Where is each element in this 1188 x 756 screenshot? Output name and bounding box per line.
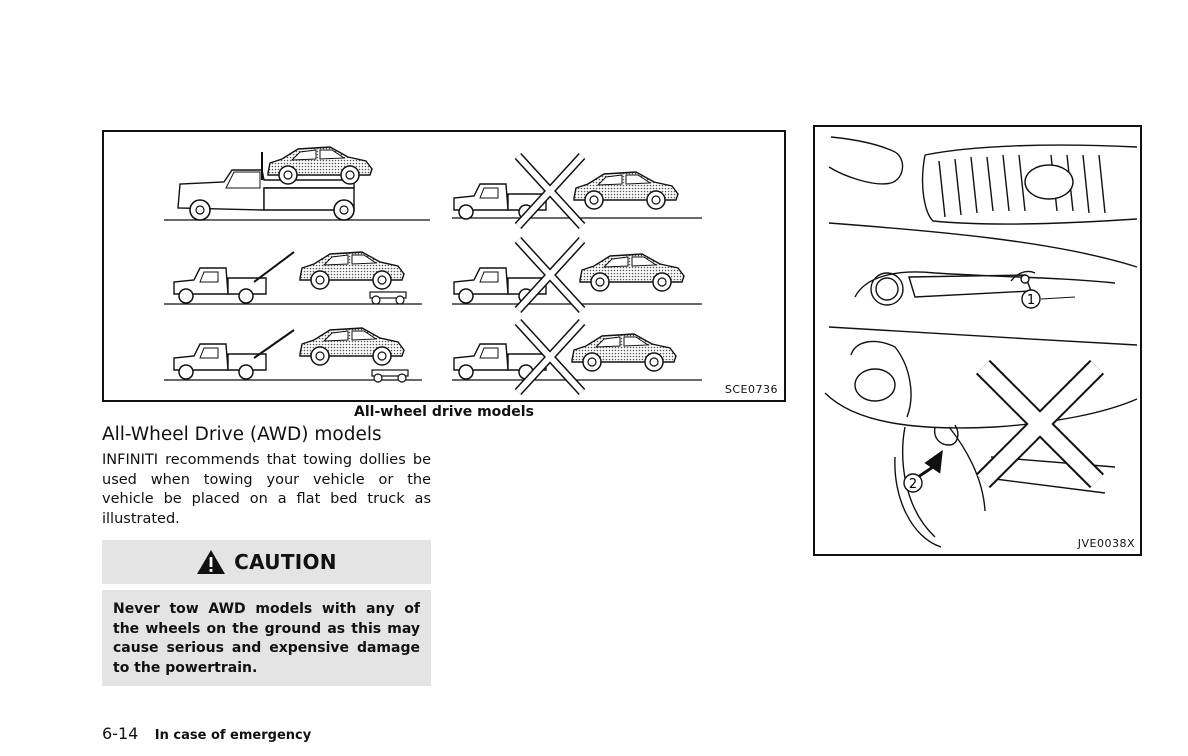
car-icon	[299, 251, 405, 290]
prohibited-x-icon	[518, 240, 582, 310]
car-icon	[579, 253, 685, 292]
tow-truck-icon	[173, 343, 267, 380]
front-bumper-illustration-icon	[824, 136, 1138, 548]
prohibited-x-icon	[518, 156, 582, 226]
caution-title: CAUTION	[234, 550, 337, 574]
car-icon	[267, 146, 373, 185]
towing-dolly-icon	[369, 291, 407, 305]
figure-caption: All-wheel drive models	[354, 404, 534, 420]
svg-text:2: 2	[909, 477, 917, 492]
tow-truck-icon	[173, 267, 267, 304]
arrow-icon	[914, 449, 943, 481]
prohibited-x-icon	[975, 359, 1105, 489]
figure-code: SCE0736	[724, 383, 778, 396]
page-number: 6-14	[102, 724, 139, 743]
car-icon	[573, 171, 679, 210]
car-icon	[299, 327, 405, 366]
caution-text: Never tow AWD models with any of the whe…	[102, 590, 431, 686]
towing-dolly-icon	[371, 369, 409, 383]
svg-text:1: 1	[1027, 293, 1035, 308]
bumper-tow-hook-figure: 1 2 JVE0038X	[813, 125, 1142, 556]
page-footer: 6-14 In case of emergency	[102, 724, 311, 743]
figure-code: JVE0038X	[1077, 537, 1135, 550]
callout-2: 2	[903, 473, 923, 493]
section-heading: All-Wheel Drive (AWD) models	[102, 424, 382, 445]
towing-methods-figure: SCE0736	[102, 130, 786, 402]
body-paragraph: INFINITI recommends that towing dollies …	[102, 452, 431, 527]
caution-header: CAUTION	[102, 540, 431, 584]
flatbed-truck-icon	[164, 152, 430, 221]
car-icon	[571, 333, 677, 372]
warning-triangle-icon	[197, 550, 226, 574]
callout-1: 1	[1021, 289, 1076, 309]
section-name: In case of emergency	[154, 728, 312, 743]
